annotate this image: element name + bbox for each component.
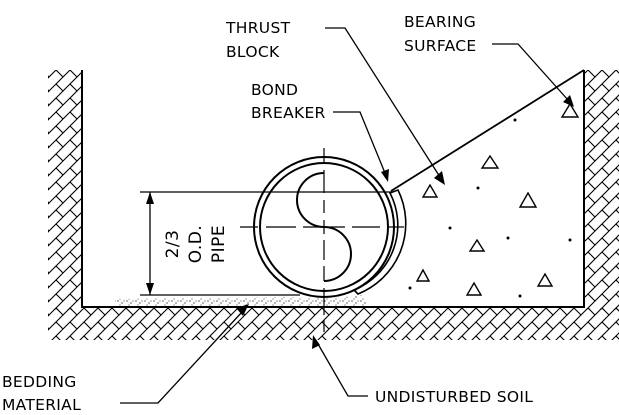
bond-breaker-label: BOND BREAKER — [251, 81, 326, 122]
dimension-2-3-od — [140, 191, 392, 296]
bedding-label-line2: MATERIAL — [2, 396, 81, 414]
bearing-surface-label: BEARING SURFACE — [404, 13, 477, 55]
bond-label-line2: BREAKER — [251, 104, 326, 122]
bearing-label-line1: BEARING — [404, 13, 476, 31]
leaders — [120, 27, 569, 404]
concrete-aggregate — [408, 102, 580, 298]
dim-label-fraction: 2/3 — [163, 230, 183, 259]
thrust-label-line1: THRUST — [225, 19, 291, 37]
bond-breaker — [352, 188, 407, 295]
bedding-label-line1: BEDDING — [2, 373, 77, 391]
undisturbed-soil-label: UNDISTURBED SOIL — [375, 388, 533, 406]
bedding-material-stipple — [115, 295, 368, 307]
leader-arrowheads — [236, 95, 574, 349]
dim-label-pipe: PIPE — [209, 225, 229, 263]
bedding-material-label: BEDDING MATERIAL — [2, 373, 81, 414]
undisturbed-soil-hatching — [48, 70, 619, 340]
bond-label-line1: BOND — [251, 81, 298, 99]
bearing-surface-line — [390, 69, 585, 192]
bearing-label-line2: SURFACE — [404, 37, 477, 55]
dim-label-od: O.D. — [186, 225, 206, 264]
dimension-labels: 2/3 O.D. PIPE — [163, 225, 229, 264]
trench-outline — [81, 70, 585, 308]
pipe-centerlines — [240, 148, 404, 332]
thrust-label-line2: BLOCK — [226, 43, 280, 61]
thrust-block-label: THRUST BLOCK — [225, 19, 291, 61]
